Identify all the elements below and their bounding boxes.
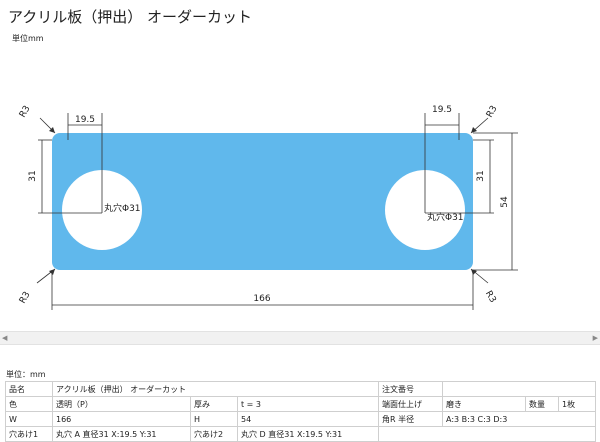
value-hole-1: 丸穴 A 直径31 X:19.5 Y:31 <box>52 426 191 442</box>
acrylic-plate <box>52 133 473 270</box>
scroll-left-icon[interactable]: ◀ <box>2 334 8 342</box>
radius-label-bl: R3 <box>18 290 33 305</box>
dim-label-left-y: 31 <box>28 170 38 181</box>
arrowhead-bl <box>49 269 55 275</box>
label-width: W <box>5 411 53 427</box>
arrowhead-tr <box>471 127 477 133</box>
label-quantity: 数量 <box>525 396 559 412</box>
value-color: 透明（P） <box>52 396 191 412</box>
label-height: H <box>190 411 238 427</box>
page-title: アクリル板（押出） オーダーカット <box>8 8 253 26</box>
table-row: 穴あけ1 丸穴 A 直径31 X:19.5 Y:31 穴あけ2 丸穴 D 直径3… <box>5 426 597 442</box>
value-thickness: t = 3 <box>237 396 379 412</box>
dim-label-left-x: 19.5 <box>75 115 95 125</box>
value-hole-2: 丸穴 D 直径31 X:19.5 Y:31 <box>237 426 379 442</box>
label-corner-radius: 角R 半径 <box>378 411 443 427</box>
value-edge-finish: 磨き <box>442 396 526 412</box>
value-quantity: 1枚 <box>557 396 597 412</box>
table-row: 色 透明（P） 厚み t = 3 端面仕上げ 磨き 数量 1枚 <box>5 396 597 412</box>
arrowhead-tl <box>49 127 55 133</box>
label-color: 色 <box>5 396 53 412</box>
dim-label-right-x: 19.5 <box>432 105 452 115</box>
hole-label-right: 丸穴Φ31 <box>427 211 464 223</box>
horizontal-scrollbar[interactable]: ◀ ▶ <box>0 331 600 345</box>
radius-label-tl: R3 <box>18 104 33 119</box>
dim-label-width: 166 <box>253 294 270 304</box>
scroll-right-icon[interactable]: ▶ <box>592 334 598 342</box>
hole-label-left: 丸穴Φ31 <box>104 202 141 214</box>
radius-label-tr: R3 <box>485 104 500 119</box>
arrowhead-br <box>471 269 477 275</box>
value-width: 166 <box>52 411 191 427</box>
table-row: 品名 アクリル板（押出） オーダーカット 注文番号 <box>5 381 597 397</box>
cut-drawing: R3 R3 R3 R3 19.5 19.5 31 31 54 166 丸穴Φ31… <box>18 104 518 310</box>
spec-table: 品名 アクリル板（押出） オーダーカット 注文番号 色 透明（P） 厚み t =… <box>5 381 597 442</box>
value-order-number <box>441 381 597 397</box>
label-order-number: 注文番号 <box>378 381 443 397</box>
dim-label-height: 54 <box>500 196 510 208</box>
table-row: W 166 H 54 角R 半径 A:3 B:3 C:3 D:3 <box>5 411 597 427</box>
label-hole-2: 穴あけ2 <box>190 426 238 442</box>
radius-label-br: R3 <box>483 289 498 304</box>
value-extra <box>377 426 597 442</box>
value-height: 54 <box>237 411 379 427</box>
label-product-name: 品名 <box>5 381 53 397</box>
unit-label-bottom: 単位：mm <box>6 370 46 379</box>
label-edge-finish: 端面仕上げ <box>378 396 443 412</box>
label-thickness: 厚み <box>190 396 238 412</box>
value-corner-radius: A:3 B:3 C:3 D:3 <box>441 411 597 427</box>
dim-label-right-y: 31 <box>476 170 486 181</box>
unit-label-top: 単位mm <box>12 34 44 43</box>
value-product-name: アクリル板（押出） オーダーカット <box>52 381 379 397</box>
label-hole-1: 穴あけ1 <box>5 426 53 442</box>
